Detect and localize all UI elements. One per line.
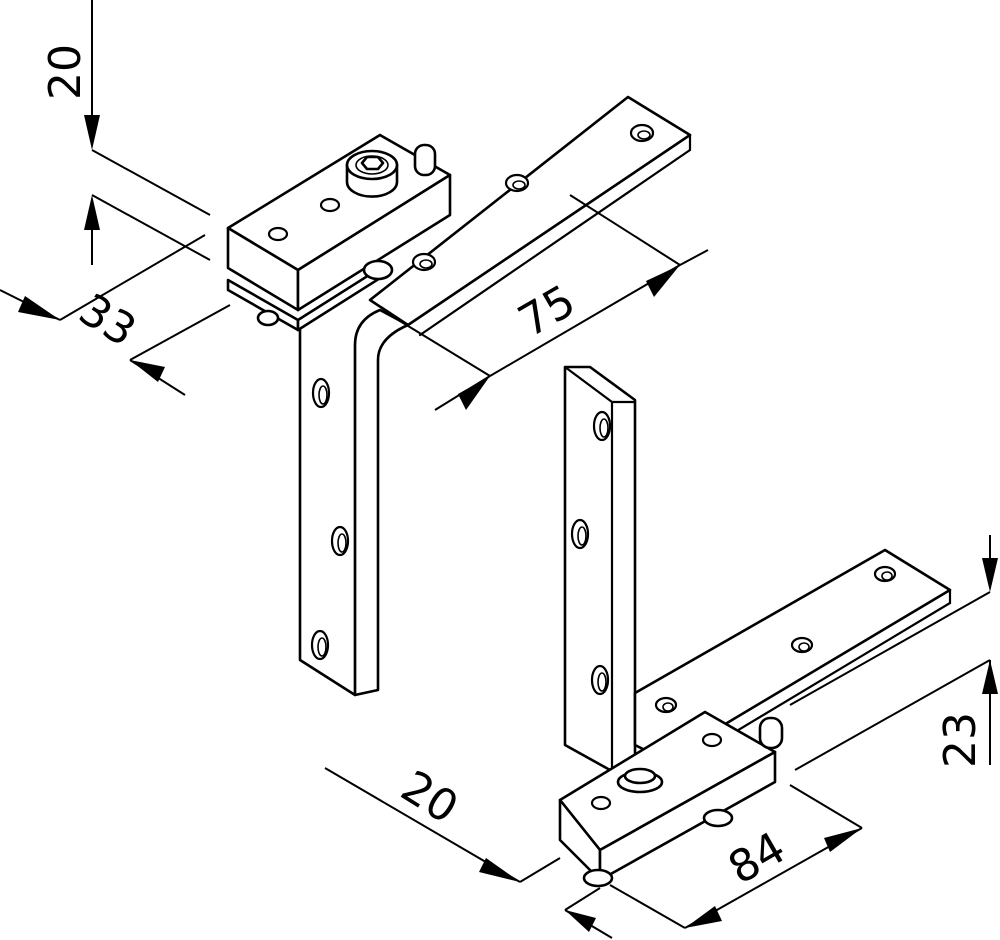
- socket-screw: [345, 149, 399, 198]
- dim-label-bottom-arm-length: 84: [720, 822, 794, 894]
- dimension-top-height: [84, 0, 211, 265]
- dim-label-top-height: 20: [40, 44, 91, 100]
- dimension-top-width: [0, 234, 231, 396]
- bottom-vertical-arm: [563, 365, 637, 774]
- bottom-pivot-assembly: [558, 365, 952, 888]
- dimension-bottom-height: [789, 535, 998, 771]
- dim-label-top-width: 33: [70, 284, 145, 357]
- dim-label-top-arm-length: 75: [510, 275, 584, 347]
- dimension-bottom-offset: [324, 767, 613, 939]
- top-horizontal-arm: [368, 95, 692, 337]
- bottom-pivot-block: [558, 710, 784, 888]
- dim-label-bottom-offset: 20: [392, 761, 467, 834]
- dim-label-bottom-height: 23: [935, 712, 986, 768]
- dimension-bottom-arm-length: [609, 784, 863, 929]
- dimension-top-arm-length: [394, 194, 709, 411]
- top-pivot-assembly: [226, 95, 692, 697]
- top-vertical-arm: [298, 308, 410, 697]
